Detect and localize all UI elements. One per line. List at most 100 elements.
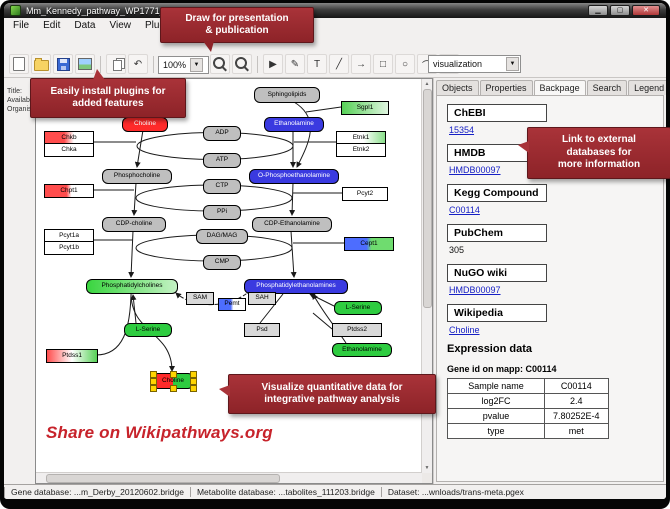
node-choline-bottom[interactable]: Choline xyxy=(150,371,197,392)
node-choline-top[interactable]: Choline xyxy=(122,117,168,132)
table-cell: met xyxy=(544,423,609,439)
node-ctp[interactable]: CTP xyxy=(203,179,241,194)
table-cell: type xyxy=(447,423,545,439)
selection-handle[interactable] xyxy=(190,371,197,378)
visualization-select[interactable]: visualization ▼ xyxy=(428,55,521,73)
rectangle-tool-button[interactable]: □ xyxy=(373,54,393,74)
export-image-button[interactable] xyxy=(75,54,95,74)
backpage-link[interactable]: Choline xyxy=(449,325,480,335)
label-tool-icon: T xyxy=(313,58,321,70)
node-dag-mag[interactable]: DAG/MAG xyxy=(196,229,248,244)
zoom-in-button[interactable] xyxy=(232,54,252,74)
pencil-tool-button[interactable]: ✎ xyxy=(285,54,305,74)
node-adp[interactable]: ADP xyxy=(203,126,241,141)
selection-handle[interactable] xyxy=(150,378,157,385)
arrow-tool-button[interactable]: → xyxy=(351,54,371,74)
selection-handle[interactable] xyxy=(150,385,157,392)
horizontal-scrollbar[interactable] xyxy=(36,472,422,483)
tab-backpage[interactable]: Backpage xyxy=(533,80,586,95)
horizontal-scroll-thumb[interactable] xyxy=(46,474,280,483)
backpage-link[interactable]: HMDB00097 xyxy=(449,165,501,175)
label-tool-button[interactable]: T xyxy=(307,54,327,74)
node-chka[interactable]: Chka xyxy=(44,143,94,157)
node-chpt1[interactable]: Chpt1 xyxy=(44,184,94,198)
status-segment: Gene database: ...m_Derby_20120602.bridg… xyxy=(4,487,190,497)
node-sah[interactable]: SAH xyxy=(248,292,276,305)
copy-button[interactable] xyxy=(106,54,126,74)
node-atp[interactable]: ATP xyxy=(203,153,241,168)
pencil-icon: ✎ xyxy=(290,58,300,70)
scrollbar-corner xyxy=(422,473,432,483)
backpage-link[interactable]: HMDB00097 xyxy=(449,285,501,295)
node-cdp-choline[interactable]: CDP-choline xyxy=(102,217,166,232)
node-ptdss2[interactable]: Ptdss2 xyxy=(332,323,382,337)
node-sgpl1[interactable]: Sgpl1 xyxy=(341,101,389,115)
tab-search[interactable]: Search xyxy=(586,80,628,95)
selection-handle[interactable] xyxy=(150,371,157,378)
backpage-header: PubChem xyxy=(447,224,547,242)
node-phosphocholine[interactable]: Phosphocholine xyxy=(102,169,172,184)
zoom-out-button[interactable] xyxy=(210,54,230,74)
minimize-button[interactable]: ▁ xyxy=(588,5,608,16)
backpage-link[interactable]: C00114 xyxy=(449,205,480,215)
pathway-edges xyxy=(92,101,347,372)
line-tool-button[interactable]: ╱ xyxy=(329,54,349,74)
selection-handle[interactable] xyxy=(190,385,197,392)
node-ppi[interactable]: PPi xyxy=(203,205,241,220)
node-phosphatidylcholines[interactable]: Phosphatidylcholines xyxy=(86,279,178,294)
backpage-link[interactable]: 15354 xyxy=(449,125,475,135)
node-phosphatidylethanolamines[interactable]: Phosphatidylethanolamines xyxy=(244,279,348,294)
node-etnk2[interactable]: Etnk2 xyxy=(336,143,386,157)
node-ptdss1[interactable]: Ptdss1 xyxy=(46,349,98,363)
node-l-serine-right[interactable]: L-Serine xyxy=(334,301,382,315)
tab-properties[interactable]: Properties xyxy=(479,80,533,95)
node-o-phosphoethanolamine[interactable]: O-Phosphoethanolamine xyxy=(249,169,339,184)
node-cdp-ethanolamine[interactable]: CDP-Ethanolamine xyxy=(252,217,332,232)
tab-legend[interactable]: Legend xyxy=(628,80,666,95)
selection-handle[interactable] xyxy=(170,385,177,392)
menu-edit[interactable]: Edit xyxy=(43,20,61,31)
close-button[interactable]: ✕ xyxy=(632,5,660,16)
selection-handle[interactable] xyxy=(170,371,177,378)
menu-view[interactable]: View xyxy=(109,20,131,31)
selection-handle[interactable] xyxy=(190,378,197,385)
vertical-scroll-thumb[interactable] xyxy=(423,89,432,308)
zoom-select[interactable]: 100% ▼ xyxy=(158,56,209,74)
node-cmp[interactable]: CMP xyxy=(203,255,241,270)
open-button[interactable] xyxy=(31,54,51,74)
node-cept1[interactable]: Cept1 xyxy=(344,237,394,251)
menu-data[interactable]: Data xyxy=(74,20,96,31)
node-sphingolipids[interactable]: Sphingolipids xyxy=(254,87,320,103)
save-button[interactable] xyxy=(53,54,73,74)
selection-tool-button[interactable]: ▶ xyxy=(263,54,283,74)
new-file-button[interactable] xyxy=(9,54,29,74)
node-pcyt2[interactable]: Pcyt2 xyxy=(342,187,388,201)
node-ethanolamine-bottom[interactable]: Ethanolamine xyxy=(332,343,392,357)
node-pemt[interactable]: Pemt xyxy=(218,298,246,311)
copy-icon xyxy=(110,58,125,71)
scroll-down-icon[interactable]: ▼ xyxy=(424,465,430,471)
ellipse-tool-button[interactable]: ○ xyxy=(395,54,415,74)
node-pcyt1b[interactable]: Pcyt1b xyxy=(44,241,94,255)
toolbar-separator xyxy=(153,56,154,73)
info-label: Organis xyxy=(7,106,32,113)
callout-pointer xyxy=(203,41,214,52)
undo-button[interactable]: ↶ xyxy=(128,54,148,74)
maximize-button[interactable]: ▢ xyxy=(610,5,630,16)
tab-objects[interactable]: Objects xyxy=(436,80,479,95)
menu-file[interactable]: File xyxy=(13,20,30,31)
status-segment: Metabolite database: ...tabolites_111203… xyxy=(189,487,381,497)
rectangle-tool-icon: □ xyxy=(379,58,387,70)
scroll-up-icon[interactable]: ▲ xyxy=(424,81,430,87)
node-ethanolamine-top[interactable]: Ethanolamine xyxy=(264,117,324,132)
vertical-scrollbar[interactable]: ▲ ▼ xyxy=(421,79,432,473)
node-psd[interactable]: Psd xyxy=(244,323,280,337)
pointer-icon: ▶ xyxy=(269,58,277,70)
node-l-serine-left[interactable]: L-Serine xyxy=(124,323,172,337)
node-sam[interactable]: SAM xyxy=(186,292,214,305)
